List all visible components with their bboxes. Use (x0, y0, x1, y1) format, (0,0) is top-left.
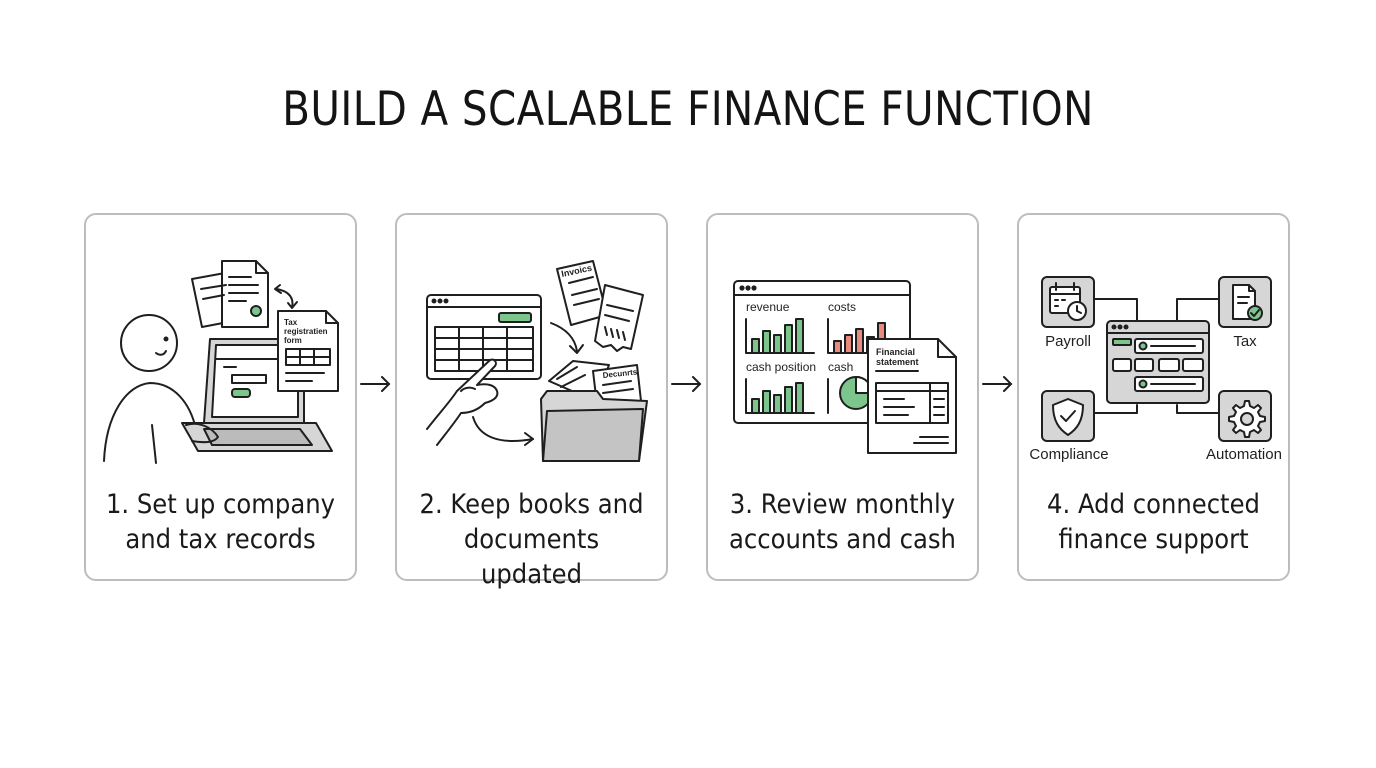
gear-icon (1218, 390, 1272, 442)
caption-line-1: 1. Set up company (105, 489, 336, 520)
step-caption: 2. Keep books and documents updated (410, 487, 652, 592)
page-title: BUILD A SCALABLE FINANCE FUNCTION (282, 82, 1094, 137)
step-caption: 1. Set up company and tax records (99, 487, 341, 557)
connected-support-illustration: Payroll Tax Compliance Automation (1029, 276, 1282, 463)
folder-icon (540, 360, 648, 462)
caption-line-1: 2. Keep books and (419, 489, 644, 520)
arrow-right-icon (671, 376, 702, 392)
tax-label: Tax (1233, 333, 1257, 350)
calendar-clock-icon (1041, 276, 1095, 328)
tax-document-icon (1218, 276, 1272, 328)
statement-label-line-1: Financial (876, 347, 915, 357)
invoice-icon (556, 260, 608, 326)
bar-chart-icon (745, 318, 815, 354)
step-caption: 4. Add connected finance support (1032, 487, 1274, 557)
caption-line-2: finance support (1058, 524, 1249, 555)
caption-line-1: 4. Add connected (1047, 489, 1260, 520)
arrow-right-icon (982, 376, 1013, 392)
person-icon (103, 314, 197, 464)
setup-illustration: Tax registratien form (103, 260, 339, 464)
hub-window-icon (1106, 320, 1210, 404)
laptop-icon (181, 338, 333, 452)
cash-position-label: cash position (746, 360, 816, 374)
monthly-review-illustration: revenue costs cash position cash Financi… (733, 280, 957, 454)
step-card-1: Tax registratien form 1. Set up company … (84, 213, 357, 581)
caption-line-1: 3. Review monthly (729, 489, 956, 520)
compliance-label: Compliance (1029, 446, 1108, 463)
caption-line-2: documents updated (463, 524, 600, 590)
pointing-hand-icon (426, 358, 499, 446)
form-label-line-1: Tax (284, 318, 298, 327)
tax-form-icon (277, 310, 339, 392)
payroll-label: Payroll (1045, 333, 1091, 350)
costs-label: costs (828, 300, 856, 314)
shield-check-icon (1041, 390, 1095, 442)
document-icon (191, 260, 269, 328)
step-card-3: revenue costs cash position cash Financi… (706, 213, 979, 581)
form-label-line-2: registratien (284, 327, 328, 336)
statement-label-line-2: statement (876, 357, 919, 367)
step-card-4: Payroll Tax Compliance Automation 4. Add… (1017, 213, 1290, 581)
documents-label: Decunrts (602, 367, 638, 380)
automation-label: Automation (1206, 446, 1282, 463)
caption-line-2: and tax records (125, 524, 316, 555)
arrow-right-icon (360, 376, 391, 392)
bar-chart-icon (745, 378, 815, 414)
form-label-line-3: form (284, 336, 302, 345)
step-card-2: Invoics Decunrts 2. Keep books and docum… (395, 213, 668, 590)
spreadsheet-window-icon (426, 294, 542, 380)
receipt-icon (594, 284, 644, 352)
sync-arrows-icon (274, 284, 298, 309)
caption-line-2: accounts and cash (729, 524, 956, 555)
bookkeeping-illustration: Invoics Decunrts (426, 260, 648, 462)
revenue-label: revenue (746, 300, 790, 314)
cash-label: cash (828, 360, 853, 374)
step-caption: 3. Review monthly accounts and cash (721, 487, 963, 557)
financial-statement-icon (867, 338, 957, 454)
